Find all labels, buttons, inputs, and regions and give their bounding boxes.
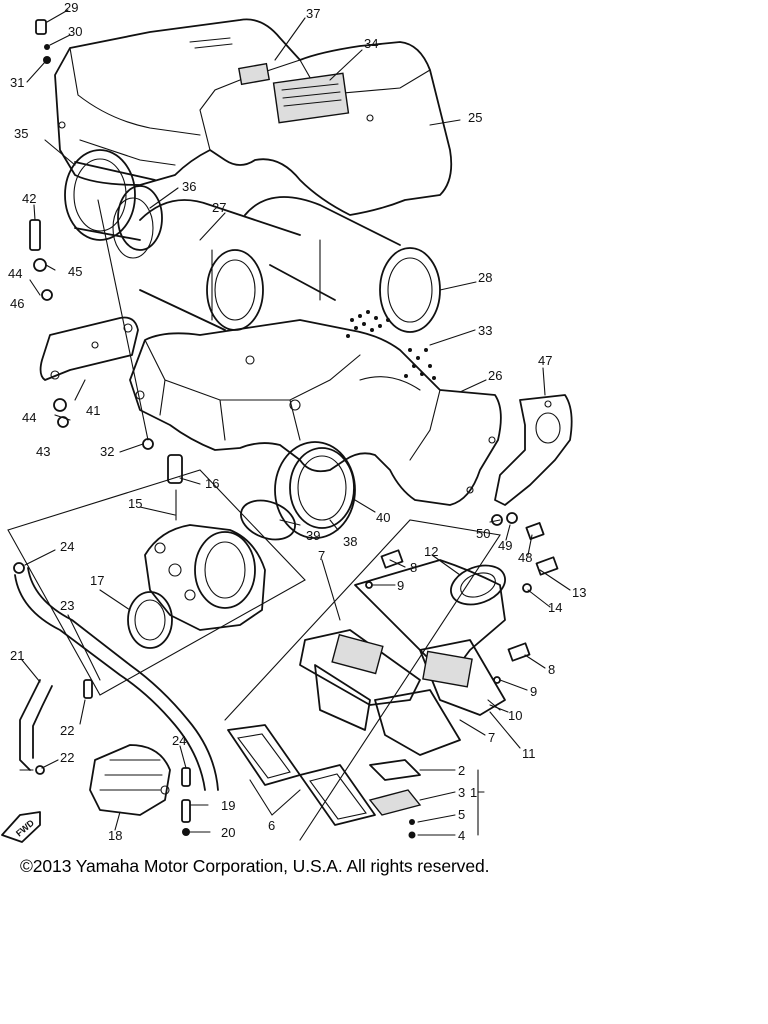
part-label-31: 31 bbox=[10, 75, 24, 90]
part-label-25: 25 bbox=[468, 110, 482, 125]
part-label-30: 30 bbox=[68, 24, 82, 39]
part-label-45: 45 bbox=[68, 264, 82, 279]
bracket-47 bbox=[494, 394, 573, 506]
carburetor bbox=[127, 454, 266, 649]
filter-mesh-dots bbox=[346, 310, 436, 380]
part-label-40: 40 bbox=[376, 510, 390, 525]
part-label-48: 48 bbox=[518, 550, 532, 565]
part-label-49: 49 bbox=[498, 538, 512, 553]
reference-boxes bbox=[7, 469, 501, 841]
part-label-16: 16 bbox=[205, 476, 219, 491]
part-label-6: 6 bbox=[268, 818, 275, 833]
rings-38-40 bbox=[240, 441, 356, 541]
fuel-pump bbox=[89, 744, 171, 816]
part-label-43: 43 bbox=[36, 444, 50, 459]
part-label-20: 20 bbox=[221, 825, 235, 840]
part-label-9b: 9 bbox=[530, 684, 537, 699]
part-label-8b: 8 bbox=[548, 662, 555, 677]
part-label-1: 1 bbox=[470, 785, 477, 800]
silencer-case bbox=[129, 319, 502, 506]
part-label-46: 46 bbox=[10, 296, 24, 311]
part-label-38: 38 bbox=[343, 534, 357, 549]
part-label-44b: 44 bbox=[22, 410, 36, 425]
part-label-36: 36 bbox=[182, 179, 196, 194]
part-label-24b: 24 bbox=[172, 733, 186, 748]
part-label-8a: 8 bbox=[410, 560, 417, 575]
part-label-33: 33 bbox=[478, 323, 492, 338]
part-label-35: 35 bbox=[14, 126, 28, 141]
part-label-23: 23 bbox=[60, 598, 74, 613]
leader-lines bbox=[21, 9, 571, 836]
part-label-11: 11 bbox=[522, 746, 536, 761]
part-label-14: 14 bbox=[548, 600, 562, 615]
part-number-labels: 1 2 3 4 5 6 7 7 8 8 9 9 10 11 12 13 14 1… bbox=[8, 0, 586, 843]
part-label-50: 50 bbox=[476, 526, 490, 541]
part-label-10: 10 bbox=[508, 708, 522, 723]
reed-valve-assembly bbox=[299, 559, 506, 756]
part-label-2: 2 bbox=[458, 763, 465, 778]
part-label-39: 39 bbox=[306, 528, 320, 543]
part-label-24a: 24 bbox=[60, 539, 74, 554]
gaskets-and-reeds bbox=[227, 724, 422, 839]
part-label-21: 21 bbox=[10, 648, 24, 663]
forward-label: FWD bbox=[14, 817, 37, 838]
filter-elements bbox=[139, 196, 441, 380]
part-label-26: 26 bbox=[488, 368, 502, 383]
part-label-17: 17 bbox=[90, 573, 104, 588]
forward-arrow: FWD bbox=[1, 811, 41, 843]
exploded-parts-diagram: 1 2 3 4 5 6 7 7 8 8 9 9 10 11 12 13 14 1… bbox=[1, 0, 586, 843]
part-label-27: 27 bbox=[212, 200, 226, 215]
silencer-cover bbox=[54, 18, 453, 216]
part-label-7a: 7 bbox=[318, 548, 325, 563]
part-label-22a: 22 bbox=[60, 723, 74, 738]
part-label-9a: 9 bbox=[397, 578, 404, 593]
part-label-42: 42 bbox=[22, 191, 36, 206]
part-label-18: 18 bbox=[108, 828, 122, 843]
part-label-19: 19 bbox=[221, 798, 235, 813]
copyright-notice: ©2013 Yamaha Motor Corporation, U.S.A. A… bbox=[20, 856, 490, 876]
part-label-12: 12 bbox=[424, 544, 438, 559]
part-label-4: 4 bbox=[458, 828, 465, 843]
part-label-15: 15 bbox=[128, 496, 142, 511]
part-label-22b: 22 bbox=[60, 750, 74, 765]
part-label-28: 28 bbox=[478, 270, 492, 285]
part-label-37: 37 bbox=[306, 6, 320, 21]
bracket-41 bbox=[39, 316, 139, 381]
part-label-41: 41 bbox=[86, 403, 100, 418]
fuel-hoses bbox=[14, 567, 219, 791]
part-label-5: 5 bbox=[458, 807, 465, 822]
part-label-47: 47 bbox=[538, 353, 552, 368]
part-label-29: 29 bbox=[64, 0, 78, 15]
part-label-7b: 7 bbox=[488, 730, 495, 745]
part-label-44a: 44 bbox=[8, 266, 22, 281]
part-label-13: 13 bbox=[572, 585, 586, 600]
air-duct bbox=[64, 149, 163, 259]
part-label-32: 32 bbox=[100, 444, 114, 459]
part-label-3: 3 bbox=[458, 785, 465, 800]
part-label-34: 34 bbox=[364, 36, 378, 51]
